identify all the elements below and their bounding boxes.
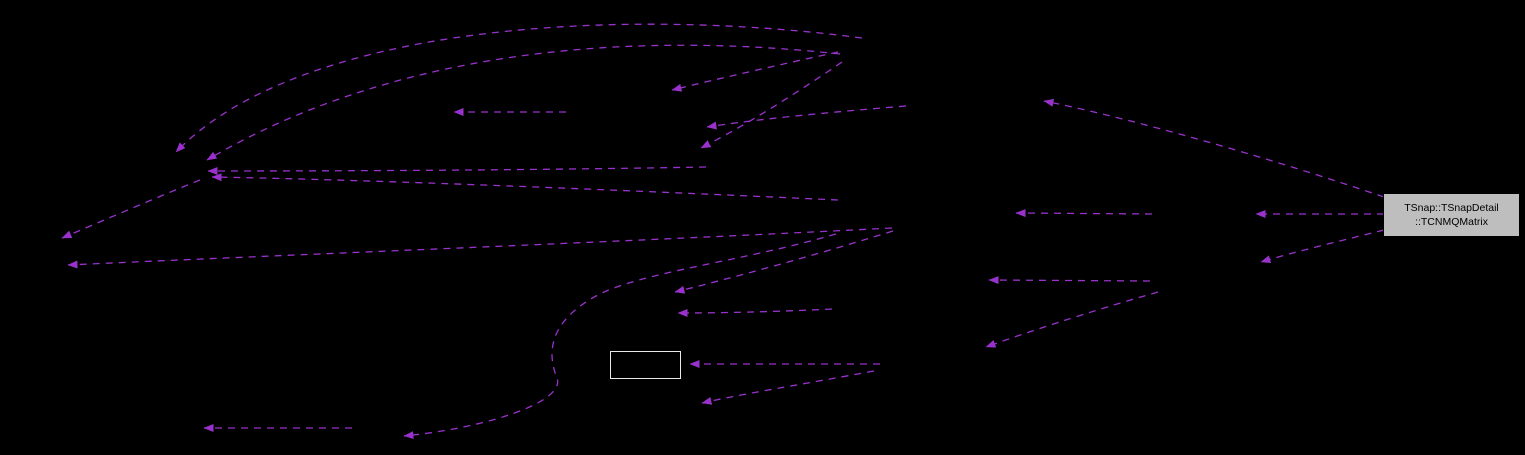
node-tsnap-tsnapdetail-tcnmqmatrix: TSnap::TSnapDetail ::TCNMQMatrix <box>1383 193 1520 237</box>
edge-e16 <box>985 291 1159 348</box>
edge-e06 <box>61 179 201 239</box>
edge-e22 <box>677 308 833 317</box>
edge-e05 <box>67 227 893 269</box>
edge-e04 <box>211 173 839 201</box>
edge-e19 <box>403 233 837 440</box>
edge-e21 <box>674 230 894 294</box>
node-label-line-1: TSnap::TSnapDetail <box>1404 202 1499 214</box>
node-label-line-2: ::TCNMQMatrix <box>1415 216 1488 228</box>
node-unlabeled[interactable] <box>610 351 681 379</box>
edge-e18 <box>701 370 875 405</box>
edge-e01 <box>175 23 863 153</box>
edge-e02 <box>206 44 841 161</box>
edge-e15 <box>988 276 1151 285</box>
edge-e09 <box>706 105 907 130</box>
edge-e03 <box>207 166 707 175</box>
edge-e11 <box>1043 98 1385 198</box>
edge-e08 <box>671 51 839 92</box>
edge-e14 <box>1260 229 1385 264</box>
edge-e10 <box>700 61 843 149</box>
edge-e13 <box>1015 209 1153 218</box>
